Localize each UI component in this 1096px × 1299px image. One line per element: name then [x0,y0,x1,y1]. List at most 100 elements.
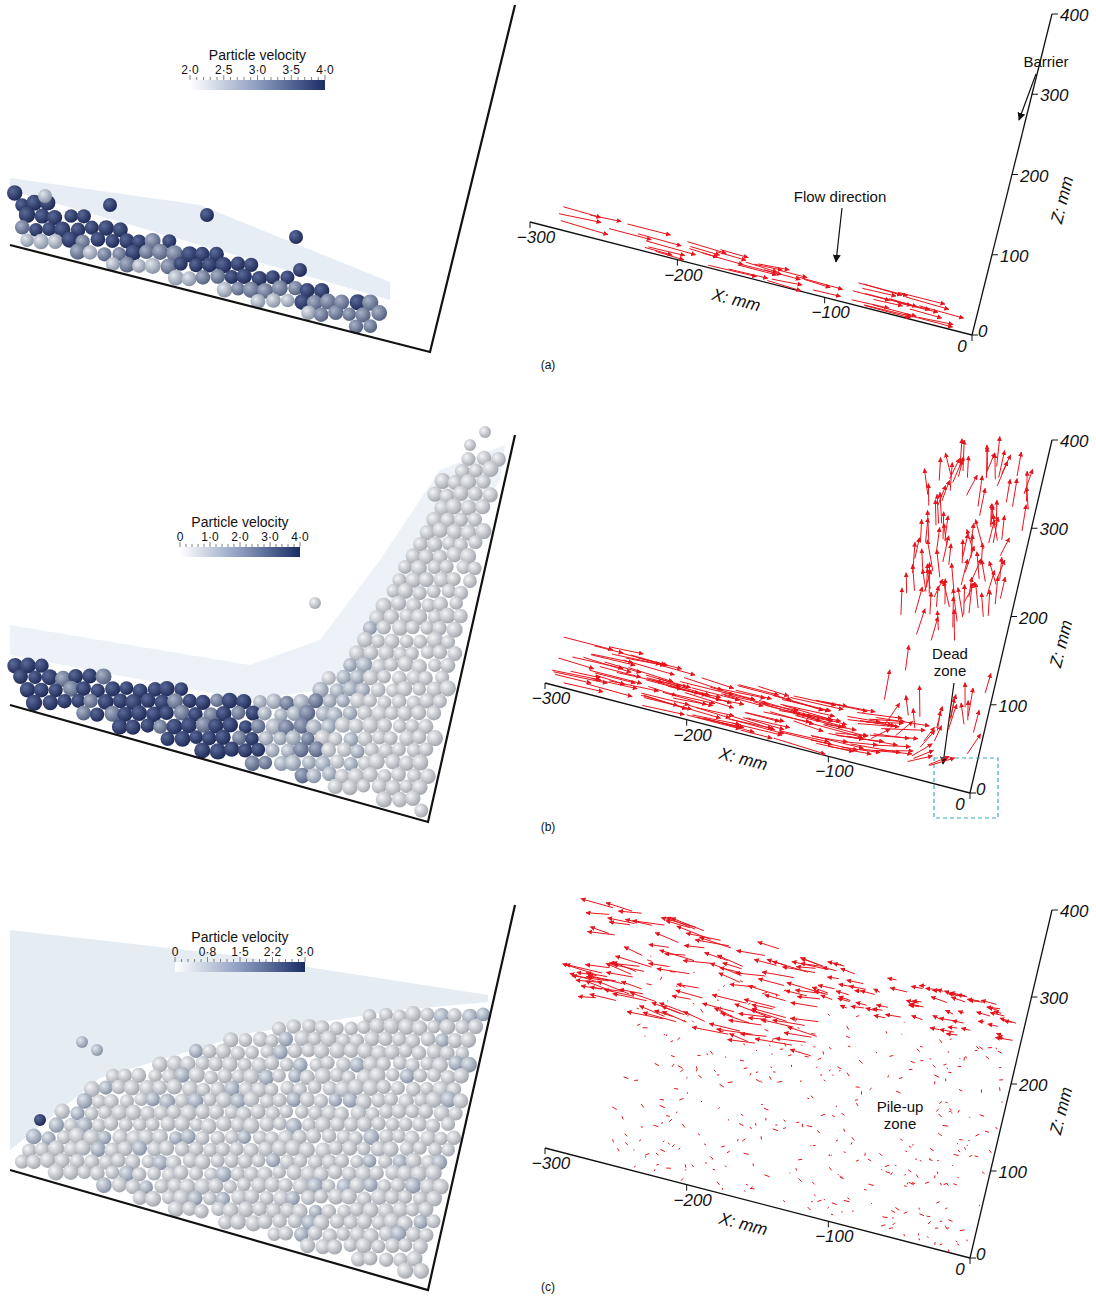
particle [33,234,49,250]
particle [449,596,463,610]
velocity-vector [791,1065,792,1067]
velocity-vector [832,1075,833,1076]
velocity-vector [723,963,742,969]
particle [328,1165,343,1180]
velocity-vector [912,1144,914,1145]
velocity-vector [817,1130,819,1133]
velocity-vector [963,440,964,471]
axis-tick-label: 0 [976,1246,985,1265]
velocity-vector [798,1159,802,1161]
velocity-vector [813,290,841,297]
velocity-vector [958,1110,959,1113]
velocity-vector [654,1169,656,1171]
colorbar-title: Particle velocity [191,515,288,530]
velocity-vector [930,1028,939,1030]
velocity-vector [943,1125,949,1127]
velocity-vector [961,703,964,724]
velocity-vector [993,517,998,543]
velocity-vector [959,1058,961,1060]
velocity-vector [795,1168,797,1170]
axis-tick [686,720,687,726]
velocity-vector [612,1139,614,1142]
velocity-vector [667,1000,668,1002]
velocity-vector [720,1012,724,1014]
velocity-vector [891,1211,895,1213]
velocity-vector [631,655,666,665]
velocity-vector [965,546,974,572]
velocity-vector [703,253,744,265]
velocity-vector [1013,479,1018,507]
particle [468,561,482,575]
velocity-vector [811,1096,813,1098]
velocity-vector [904,1174,906,1176]
velocity-vector [958,457,963,477]
particle [343,658,357,672]
velocity-vector [958,1011,964,1013]
particle [259,1116,275,1132]
velocity-vector [744,1153,749,1154]
velocity-vector [554,672,608,683]
velocity-vector [642,705,684,714]
velocity-vector [756,1079,760,1081]
velocity-vector [683,1012,704,1022]
velocity-vector [934,1175,935,1178]
particle [293,742,309,758]
particle [7,185,22,200]
velocity-vector [664,1034,665,1035]
velocity-vector [891,1172,893,1175]
velocity-vector [705,953,728,961]
axis-tick-label: 200 [1020,167,1048,186]
velocity-vector [790,698,843,710]
velocity-vector [940,1030,954,1033]
velocity-vector [634,1166,636,1167]
velocity-vector [978,476,982,507]
particle [224,1153,239,1168]
velocity-vector [968,1140,969,1141]
colorbar-tick-mark [282,544,283,547]
velocity-vector [949,1109,951,1110]
particle [413,1141,427,1155]
velocity-vector [624,947,642,956]
particle [245,1046,259,1060]
particle [273,731,287,745]
colorbar-tick-mark [228,544,229,547]
particle [392,1104,407,1119]
colorbar-tick-mark [217,77,218,80]
velocity-vector [594,646,623,653]
velocity-vector [622,653,668,665]
velocity-vector [988,1024,998,1026]
velocity-vector [895,1165,896,1166]
axis-tick [677,260,678,266]
velocity-vector [966,1240,967,1242]
velocity-vector [680,682,733,695]
axis-tick [1012,174,1018,175]
leader-arrow [943,683,954,764]
particle [468,487,483,502]
particle [314,307,329,322]
velocity-vector [784,989,785,991]
velocity-vector [671,1041,674,1042]
particle [96,1177,112,1193]
particle [428,659,442,673]
velocity-vector [641,695,678,706]
colorbar-tick-mark [210,77,211,80]
particle [447,547,463,563]
particle [476,1008,490,1022]
colorbar-tick-mark [186,544,187,547]
particle [357,779,371,793]
particle [329,1042,345,1058]
colorbar-tick-mark [246,959,247,962]
colorbar-tick-mark [201,959,202,962]
velocity-vector [948,1027,957,1029]
particle [344,1117,359,1132]
particle [279,1226,294,1241]
axis-tick [828,1221,829,1227]
velocity-vector [938,486,946,506]
velocity-vector [758,942,779,949]
particle [96,668,112,684]
particle [125,720,140,735]
velocity-vector [590,215,621,221]
velocity-vector [910,309,942,318]
particle [308,1080,322,1094]
